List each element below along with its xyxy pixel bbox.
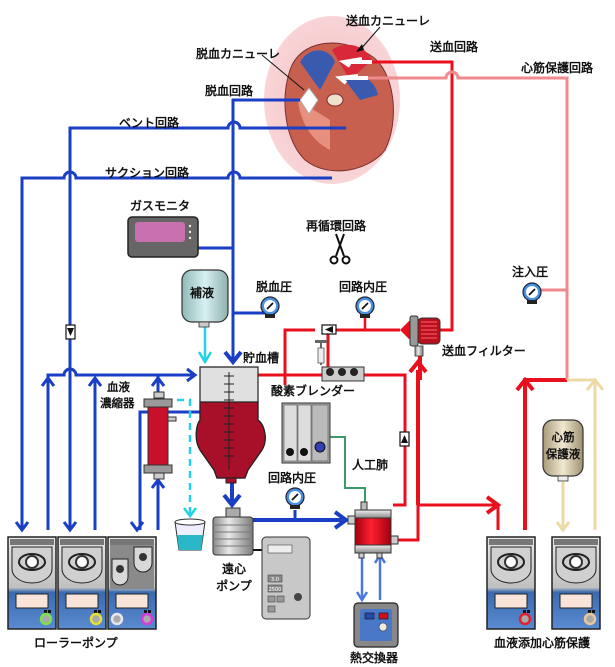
arterial-cannula-callout-arrowhead [356,44,364,52]
filtrate-arrow [183,507,197,519]
centrifugal-pump-head [212,507,254,556]
label-oxygenator: 人工肺 [352,458,389,472]
heart-chamber [298,100,330,150]
vent-pump [7,536,57,630]
cardioplegia-solution-pump [551,536,601,630]
heat-exchanger-lines [355,552,387,603]
cardioplegia-solution-arrow [585,377,605,391]
arterial-check-valve-icon [399,431,410,447]
label-oxygen-blender: 酸素ブレンダー [271,384,356,398]
pump-knob-icon [39,612,53,626]
line-pressure-gauge-top-icon [355,296,375,318]
label-blood-cardioplegia: 血液添加心筋保護 [494,636,591,650]
venous-arrows [14,350,350,533]
venous-pressure-gauge-icon [260,296,280,318]
venous-lines [20,98,346,530]
label-vent-line: ベント回路 [119,116,180,130]
label-cardioplegia-line: 心筋保護回路 [521,61,594,75]
label-line-pressure-bottom: 回路内圧 [268,471,317,485]
pump-knob-icon [140,612,154,626]
label-centrifugal-pump-line1: 遠心 [221,562,246,576]
venous-return-line [231,98,300,360]
label-recirculation-line: 再循環回路 [306,219,367,233]
label-venous-cannula: 脱血カニューレ [196,47,281,61]
label-fluid-bag: 補液 [190,286,215,300]
label-reservoir: 貯血槽 [243,351,280,365]
heart-vena-cava [300,50,335,90]
filtrate-line [165,398,192,515]
label-venous-pressure: 脱血圧 [256,280,293,294]
suction-line [20,170,332,530]
pump-knob-icon [518,612,532,626]
gas-manifold [315,340,365,382]
filtrate-cup [174,518,206,551]
arterial-arrows [408,358,535,515]
venous-cannula-tip-icon [299,87,319,115]
oxygenator [347,501,399,559]
label-centrifugal-pump-line2: ポンプ [216,579,252,593]
label-roller-pump: ローラーポンプ [34,636,118,650]
infusion-pressure-gauge-icon [522,282,542,304]
pump-knob-icon [583,612,597,626]
label-suction-line: サクション回路 [105,166,190,180]
label-arterial-line: 送血回路 [430,40,479,54]
console-readout-2-box [267,584,283,593]
cardioplegia-solution-arrow-2 [555,521,571,533]
label-arterial-cannula: 送血カニューレ [346,14,431,28]
console-readout-1: 3.0 [271,577,279,583]
filter-purge-check-valve-icon [321,324,337,335]
pump-knob-icon [89,612,103,626]
heart-illustration [264,16,400,184]
label-cardioplegia-solution-line2: 保護液 [545,447,581,461]
fluid-bag [181,269,229,328]
roller-pumps [7,536,601,630]
console-readout-1-box [267,574,283,583]
heart-valve [326,93,344,107]
vent-check-valve-icon [65,324,76,340]
arterial-cannula-tip-icon [338,57,372,68]
centrifugal-pump-console: 3.0 2500 [261,536,311,620]
vent-line [68,120,346,530]
gas-line [318,436,366,505]
pump-knob-icon [110,612,124,626]
blood-cardioplegia-pump [486,536,536,630]
cardioplegia-cannula-tip-icon [335,74,368,85]
label-gas-monitor: ガスモニタ [130,199,191,213]
gas-monitor [127,216,199,258]
recirculation-clamp-icon [329,233,351,265]
heat-exchanger [353,602,399,648]
oxygen-blender [281,402,331,464]
suction-pump [57,536,107,630]
line-pressure-gauge-bottom-icon [285,487,305,509]
label-infusion-pressure: 注入圧 [512,265,549,279]
pump-return-line [46,367,195,530]
cardioplegia-solution-bag [542,419,584,482]
venous-reservoir [195,366,266,484]
heart-pulmonary [345,75,378,100]
label-line-pressure-top: 回路内圧 [339,280,388,294]
dual-pump [107,536,157,630]
label-hemoconcentrator-line1: 血液 [107,380,130,394]
venous-cannula-callout [261,54,305,91]
hemoconcentrator [143,391,177,480]
cardioplegia-line [368,70,569,380]
label-cardioplegia-solution-line1: 心筋 [551,430,575,444]
label-arterial-filter: 送血フィルター [442,344,526,358]
console-readout-2: 2500 [269,587,282,593]
arterial-line [372,60,454,332]
label-venous-line: 脱血回路 [205,84,254,98]
arterial-filter [400,315,441,357]
cardioplegia-lines [368,70,569,380]
label-hemoconcentrator-line2: 濃縮器 [100,396,135,410]
label-heat-exchanger: 熱交換器 [350,651,399,665]
